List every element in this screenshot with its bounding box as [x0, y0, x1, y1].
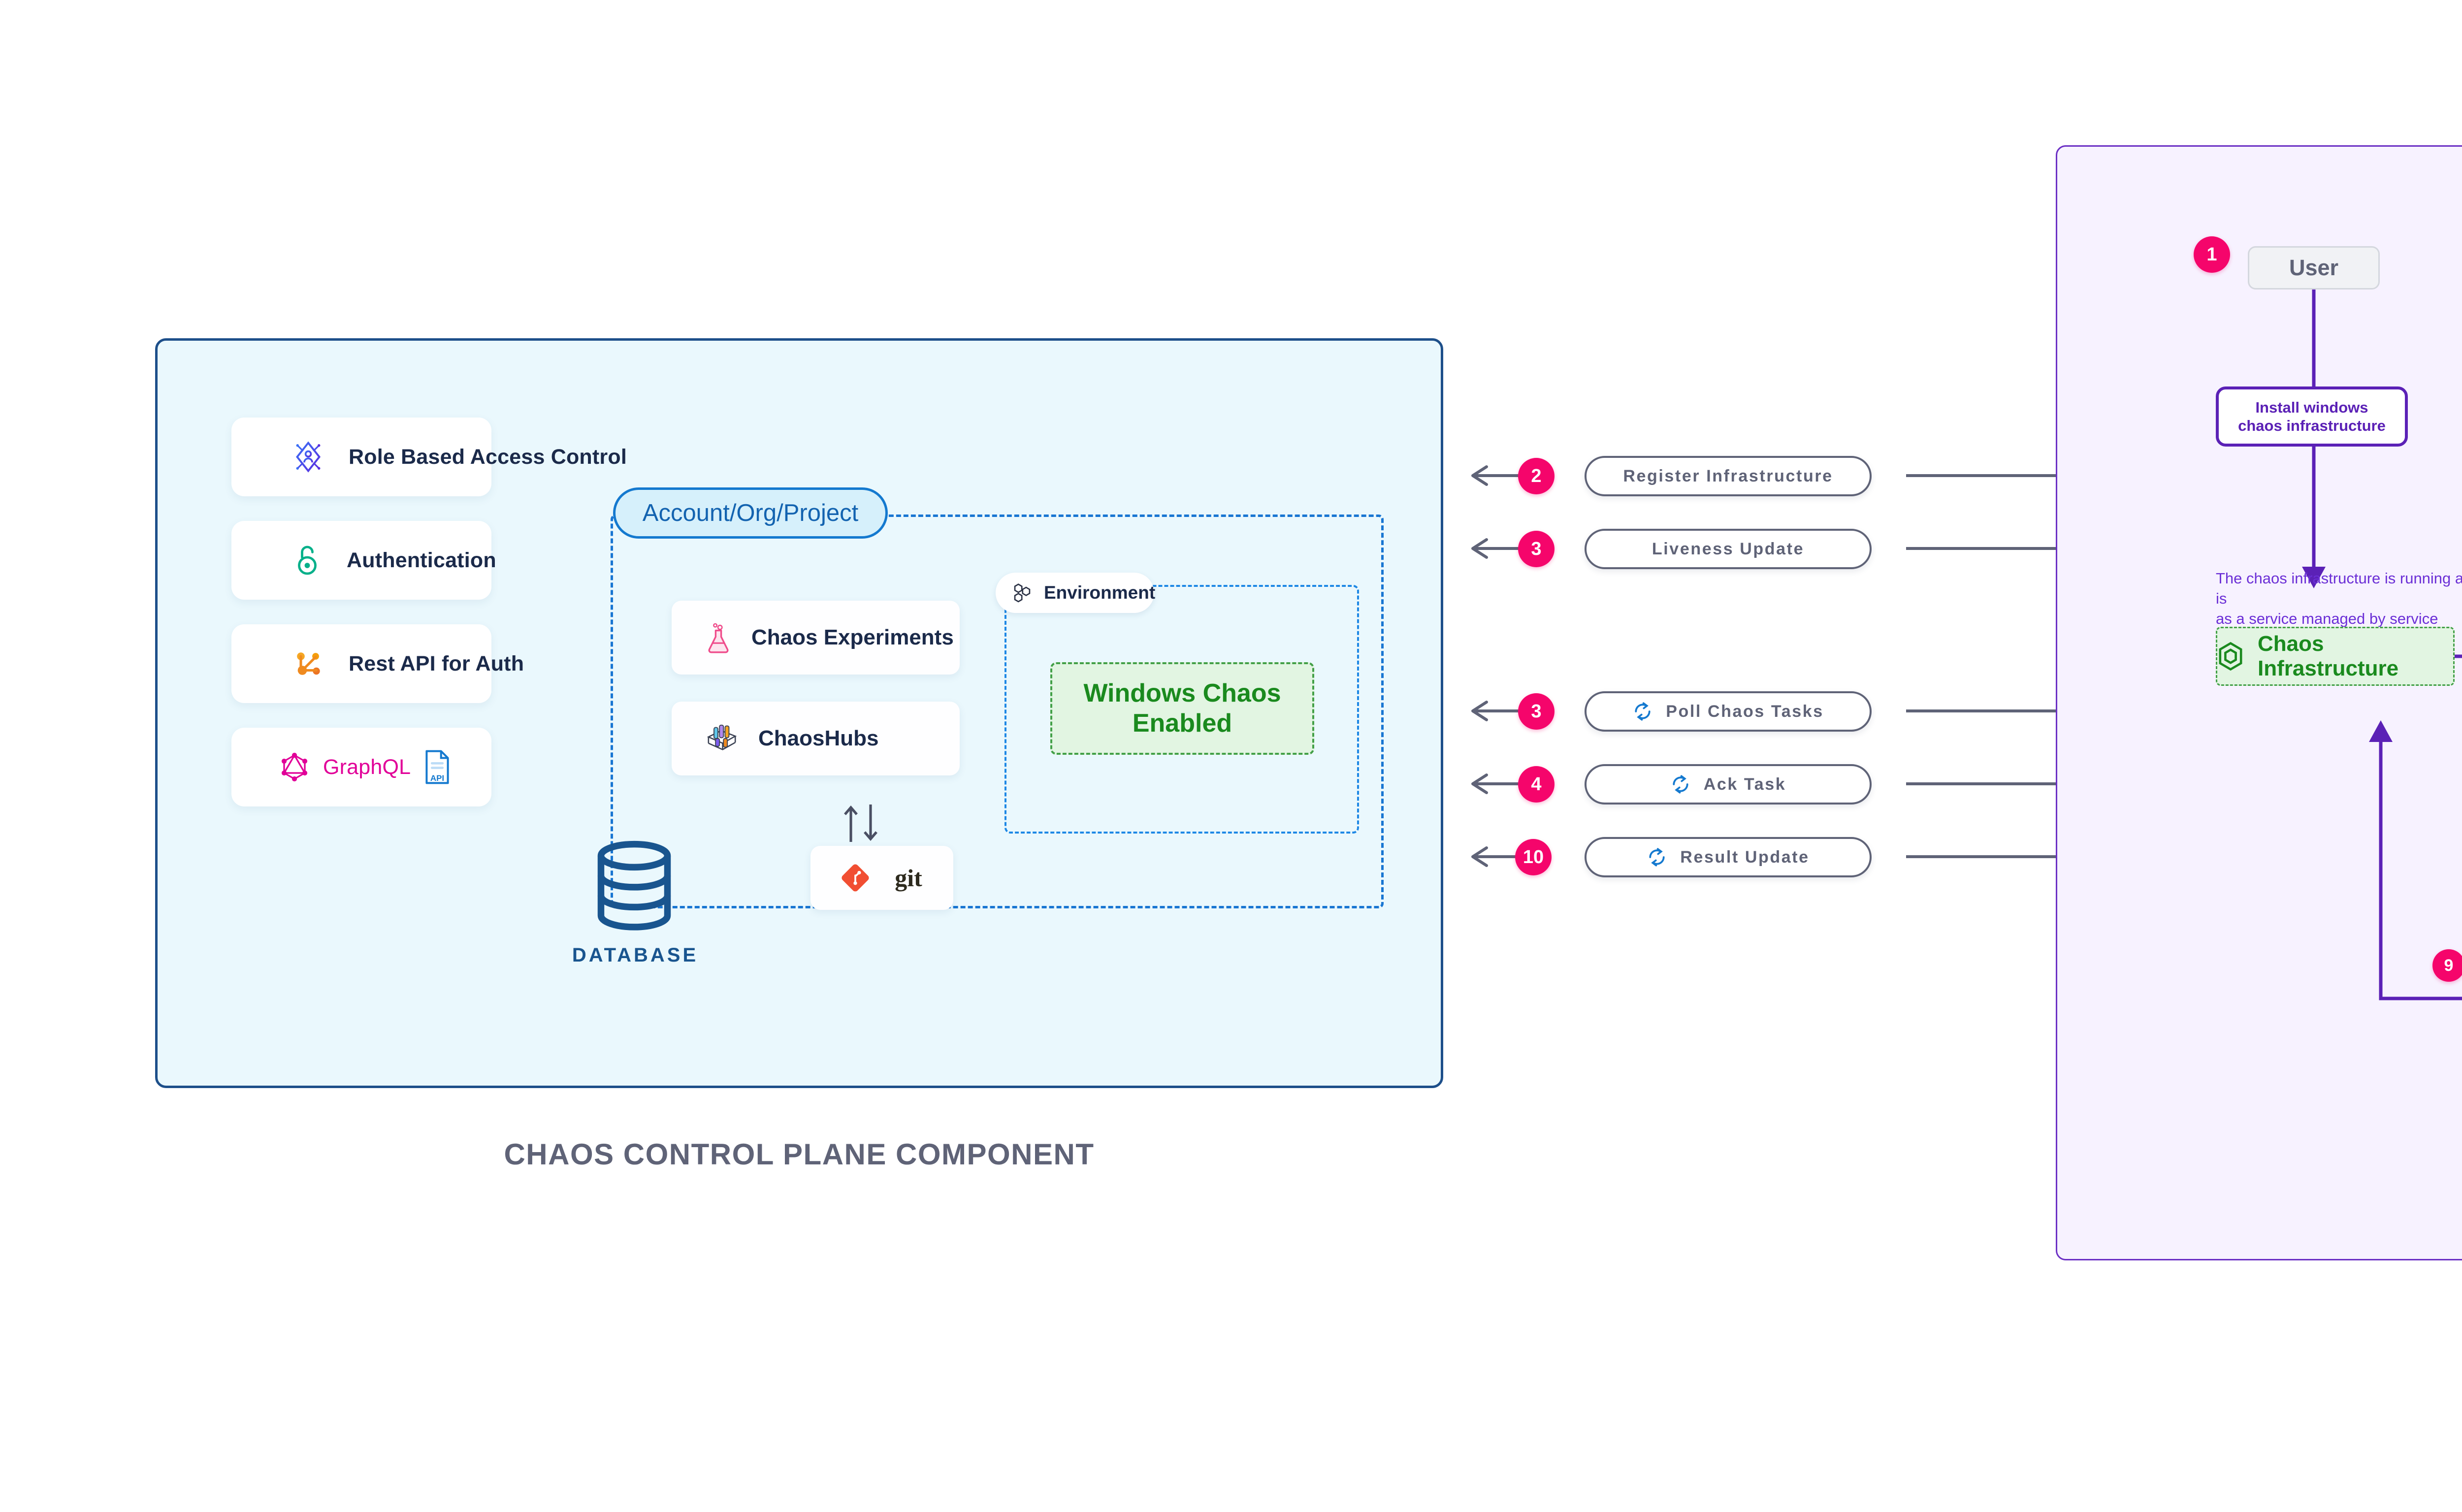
control-plane-title: CHAOS CONTROL PLANE COMPONENT — [504, 1138, 1095, 1171]
connector-label: Liveness Update — [1652, 539, 1805, 558]
scope-item-chaoshubs[interactable]: ChaosHubs — [672, 702, 960, 775]
service-card-rest-api[interactable]: Rest API for Auth — [231, 624, 524, 703]
step-badge-2: 2 — [1518, 458, 1555, 494]
step-badge-10: 10 — [1515, 839, 1552, 875]
account-org-project-group — [611, 515, 1384, 908]
account-org-project-pill[interactable]: Account/Org/Project — [613, 487, 888, 539]
git-card[interactable]: git — [810, 846, 953, 910]
connector-pill-liveness-update[interactable]: Liveness Update — [1585, 529, 1872, 569]
connector-label: Poll Chaos Tasks — [1666, 702, 1824, 721]
scope-item-label: Chaos Experiments — [751, 625, 954, 649]
service-label: GraphQL — [323, 755, 411, 779]
environment-group — [1004, 585, 1359, 834]
connector-pill-poll-chaos-tasks[interactable]: Poll Chaos Tasks — [1585, 691, 1872, 732]
hexagon-icon — [2217, 642, 2244, 671]
service-card-graphql[interactable]: GraphQL API — [231, 728, 491, 806]
install-windows-chaos-infrastructure-box[interactable]: Install windows chaos infrastructure — [2216, 386, 2408, 447]
test-tube-rack-icon — [704, 723, 740, 754]
step-badge-1: 1 — [2194, 236, 2230, 273]
service-label: Authentication — [347, 548, 496, 572]
step-badge-4: 4 — [1518, 766, 1555, 803]
api-doc-icon: API — [423, 749, 451, 785]
environment-pill[interactable]: Environment — [996, 573, 1156, 613]
sync-arrows-icon — [831, 803, 890, 844]
user-box[interactable]: User — [2248, 246, 2380, 290]
step-badge-3-liveness: 3 — [1518, 531, 1555, 567]
note-service-manager: The chaos infrastructure is running and … — [2216, 570, 2462, 647]
service-card-authentication[interactable]: Authentication — [231, 521, 496, 600]
chaos-execution-plane-panel — [2056, 145, 2462, 1260]
rbac-icon — [291, 439, 326, 475]
chaos-infrastructure-label: Chaos Infrastructure — [2258, 632, 2399, 680]
connector-pill-register-infrastructure[interactable]: Register Infrastructure — [1585, 456, 1872, 496]
graphql-icon — [277, 749, 312, 785]
chaos-infrastructure-box: Chaos Infrastructure — [2216, 627, 2455, 686]
database-icon — [590, 840, 679, 933]
connector-label: Result Update — [1680, 847, 1810, 867]
sync-icon — [1647, 847, 1667, 868]
connector-label: Ack Task — [1703, 774, 1786, 794]
git-icon — [842, 864, 869, 892]
database-label: DATABASE — [572, 944, 699, 966]
step-badge-3-poll: 3 — [1518, 693, 1555, 730]
install-label: Install windows chaos infrastructure — [2238, 398, 2386, 434]
service-label: Role Based Access Control — [349, 445, 627, 469]
windows-chaos-enabled-box: Windows Chaos Enabled — [1050, 662, 1314, 755]
sync-icon — [1670, 774, 1691, 795]
scope-item-chaos-experiments[interactable]: Chaos Experiments — [672, 601, 960, 675]
flask-icon — [704, 622, 733, 653]
git-label: git — [895, 864, 922, 892]
execution-plane-title: CHAOS EXECUTION PLANE COMPONENT — [2056, 1305, 2462, 1339]
windows-chaos-enabled-label: Windows Chaos Enabled — [1083, 678, 1281, 738]
hexagon-cluster-icon — [1011, 582, 1033, 604]
step-badge-9: 9 — [2432, 949, 2462, 982]
authentication-icon — [291, 543, 324, 578]
sync-icon — [1632, 701, 1653, 722]
scope-item-label: ChaosHubs — [758, 726, 879, 750]
service-card-rbac[interactable]: Role Based Access Control — [231, 418, 627, 496]
service-label: Rest API for Auth — [349, 651, 524, 676]
svg-text:API: API — [430, 773, 444, 783]
environment-label: Environment — [1044, 582, 1156, 603]
connector-pill-result-update[interactable]: Result Update — [1585, 837, 1872, 877]
execution-flow-arrows — [2302, 288, 2462, 1000]
connector-label: Register Infrastructure — [1623, 466, 1833, 485]
rest-api-icon — [291, 646, 326, 681]
connector-pill-ack-task[interactable]: Ack Task — [1585, 764, 1872, 804]
